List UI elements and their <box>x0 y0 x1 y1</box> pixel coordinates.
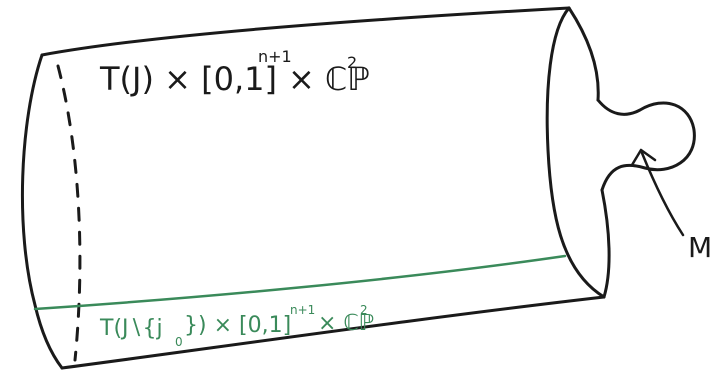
top-label-tail-exponent: 2 <box>347 53 357 72</box>
cylinder-top-edge <box>40 6 571 57</box>
left-end-back-arc <box>56 64 82 362</box>
top-label: T(J) × [0,1] <box>99 60 277 98</box>
green-slice-line <box>33 254 567 311</box>
bottom-label: T(J∖{j <box>99 316 163 341</box>
top-label-tail: × ℂℙ <box>288 60 370 98</box>
cylinder-bottom-edge <box>60 295 606 370</box>
bottom-label-subscript: 0 <box>175 335 183 349</box>
bottom-label-exponent: n+1 <box>290 303 315 317</box>
top-label-exponent: n+1 <box>258 47 292 66</box>
pointer-label-m: M <box>688 231 711 264</box>
right-end-back-arc <box>545 6 606 299</box>
bottom-label-tail: × ℂℙ <box>318 311 374 336</box>
bottom-label-tail-exponent: 2 <box>360 303 368 317</box>
pointer-arrow-head <box>630 148 657 167</box>
pointer-arrow-line <box>640 151 685 237</box>
left-end-front-arc <box>20 53 64 370</box>
bulge-m-outline <box>596 98 696 192</box>
bottom-label-mid: }) × [0,1] <box>184 313 291 338</box>
right-end-front-arc <box>567 6 611 299</box>
